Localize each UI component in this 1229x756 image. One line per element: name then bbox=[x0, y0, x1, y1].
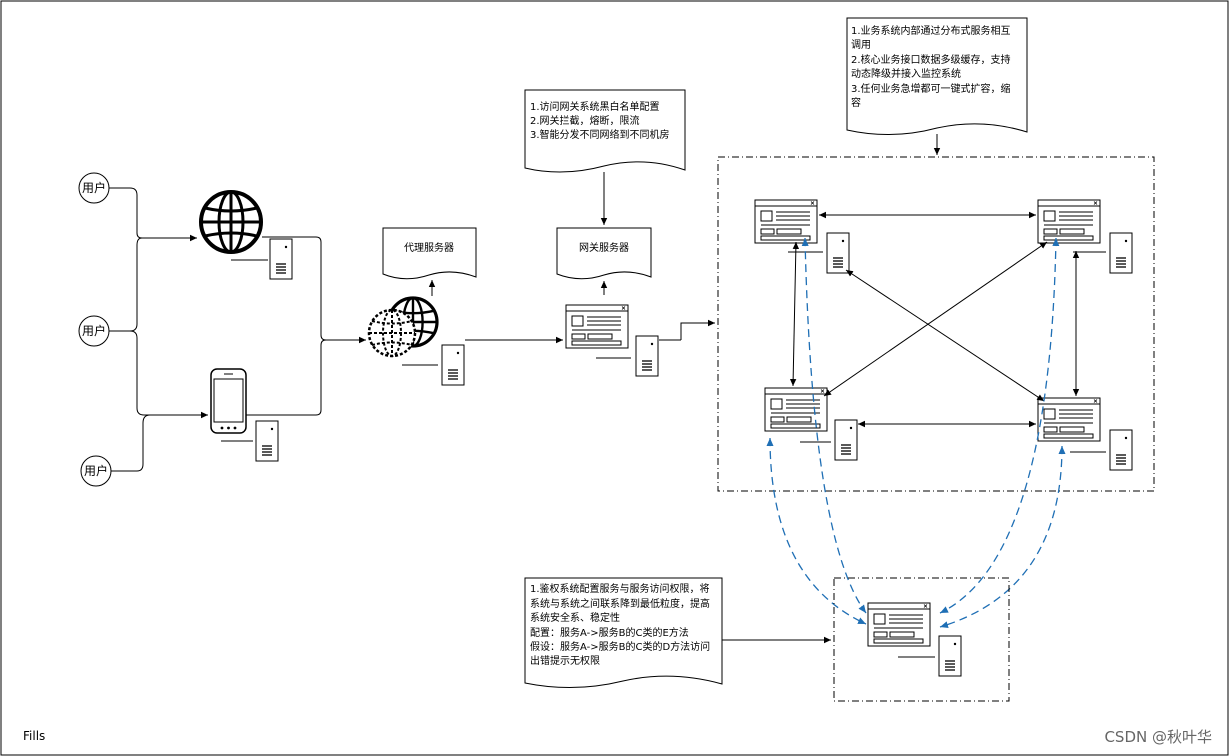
proxy-label: 代理服务器 bbox=[404, 241, 454, 254]
watermark: CSDN @秋叶华 bbox=[1104, 728, 1212, 746]
user-node-1: 用户 bbox=[78, 172, 110, 204]
service-node-top-left bbox=[754, 199, 850, 274]
internet-globe-icon bbox=[199, 190, 263, 254]
user-label: 用户 bbox=[84, 463, 108, 478]
note-line: 配置：服务A->服务B的C类的E方法 bbox=[530, 626, 689, 639]
note-line: 1.鉴权系统配置服务与服务访问权限，将 bbox=[530, 582, 710, 595]
fills-label: Fills bbox=[23, 729, 45, 743]
proxy-globe-icon bbox=[367, 296, 439, 358]
mobile-phone-icon bbox=[210, 368, 247, 434]
user-node-3: 用户 bbox=[80, 455, 112, 487]
note-line: 动态降级并接入监控系统 bbox=[851, 67, 961, 80]
auth-system-frame bbox=[833, 577, 1010, 702]
note-line: 3.任何业务急增都可一键式扩容，缩 bbox=[851, 82, 1011, 95]
server-icon bbox=[596, 335, 659, 377]
note-line: 2.核心业务接口数据多级缓存，支持 bbox=[851, 53, 1011, 66]
note-line: 2.网关拦截，熔断，限流 bbox=[530, 114, 640, 127]
gateway-label: 网关服务器 bbox=[579, 241, 629, 254]
note-line: 1.业务系统内部通过分布式服务相互 bbox=[851, 24, 1011, 37]
server-icon bbox=[231, 238, 293, 280]
user-connectors bbox=[109, 187, 208, 472]
auth-service-node bbox=[867, 602, 962, 677]
server-icon bbox=[221, 420, 279, 462]
client-to-proxy-connectors bbox=[246, 236, 366, 416]
gateway-description-note: 1.访问网关系统黑白名单配置 2.网关拦截，熔断，限流 3.智能分发不同网络到不… bbox=[524, 89, 686, 173]
user-label: 用户 bbox=[82, 323, 106, 338]
note-line: 系统与系统之间联系降到最低粒度，提高 bbox=[530, 597, 710, 610]
service-cluster-frame bbox=[717, 156, 1155, 492]
user-label: 用户 bbox=[82, 180, 106, 195]
note-line: 3.智能分发不同网络到不同机房 bbox=[530, 128, 670, 141]
note-line: 出错提示无权限 bbox=[530, 654, 600, 667]
service-node-top-right bbox=[1037, 199, 1133, 274]
cluster-description-note: 1.业务系统内部通过分布式服务相互 调用 2.核心业务接口数据多级缓存，支持 动… bbox=[846, 17, 1028, 135]
note-line: 系统安全系、稳定性 bbox=[530, 611, 620, 624]
server-icon bbox=[402, 344, 465, 386]
gateway-to-cluster-arrow bbox=[680, 319, 715, 340]
note-line: 1.访问网关系统黑白名单配置 bbox=[530, 100, 660, 113]
user-node-2: 用户 bbox=[78, 315, 110, 347]
note-line: 假设：服务A->服务B的C类的D方法访问 bbox=[530, 640, 710, 653]
auth-links bbox=[766, 237, 1066, 629]
service-node-bottom-right bbox=[1037, 397, 1133, 471]
note-line: 容 bbox=[851, 96, 861, 109]
proxy-server-note: 代理服务器 bbox=[382, 227, 477, 280]
gateway-server-note: 网关服务器 bbox=[556, 227, 652, 280]
service-node-bottom-left bbox=[764, 387, 858, 461]
auth-description-note: 1.鉴权系统配置服务与服务访问权限，将 系统与系统之间联系降到最低粒度，提高 系… bbox=[524, 577, 723, 688]
gateway-window-icon bbox=[565, 304, 629, 349]
note-line: 调用 bbox=[851, 39, 871, 51]
